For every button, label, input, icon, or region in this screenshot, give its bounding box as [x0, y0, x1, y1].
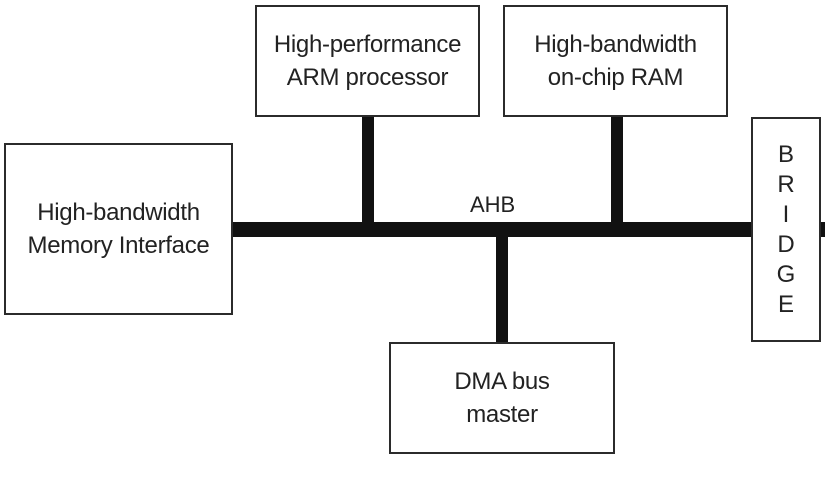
memory-interface-label-line1: High-bandwidth — [37, 199, 200, 226]
ahb-bus-line — [232, 222, 825, 237]
onchip-ram-label-line1: High-bandwidth — [534, 31, 697, 58]
arm-processor-block: High-performance ARM processor — [255, 5, 480, 117]
dma-master-block: DMA bus master — [389, 342, 615, 454]
bridge-letter: R — [777, 170, 795, 198]
arm-processor-connector — [362, 117, 374, 227]
dma-master-label-line1: DMA bus — [454, 368, 550, 395]
arm-processor-label-line1: High-performance — [273, 31, 462, 58]
bridge-block: B R I D G E — [751, 117, 821, 342]
ahb-bus-label: AHB — [470, 192, 516, 217]
memory-interface-block: High-bandwidth Memory Interface — [4, 143, 233, 315]
bridge-letter: I — [782, 200, 790, 228]
bridge-letter: B — [777, 140, 794, 168]
memory-interface-label-line2: Memory Interface — [27, 232, 210, 259]
arm-processor-label-line2: ARM processor — [286, 64, 449, 91]
bridge-letter: G — [776, 260, 796, 288]
bridge-letter: E — [777, 290, 794, 318]
onchip-ram-block: High-bandwidth on-chip RAM — [503, 5, 728, 117]
onchip-ram-label-line2: on-chip RAM — [547, 64, 684, 91]
dma-master-connector — [496, 228, 508, 343]
dma-master-label-line2: master — [466, 401, 538, 428]
bridge-letter: D — [777, 230, 795, 258]
onchip-ram-connector — [611, 117, 623, 227]
